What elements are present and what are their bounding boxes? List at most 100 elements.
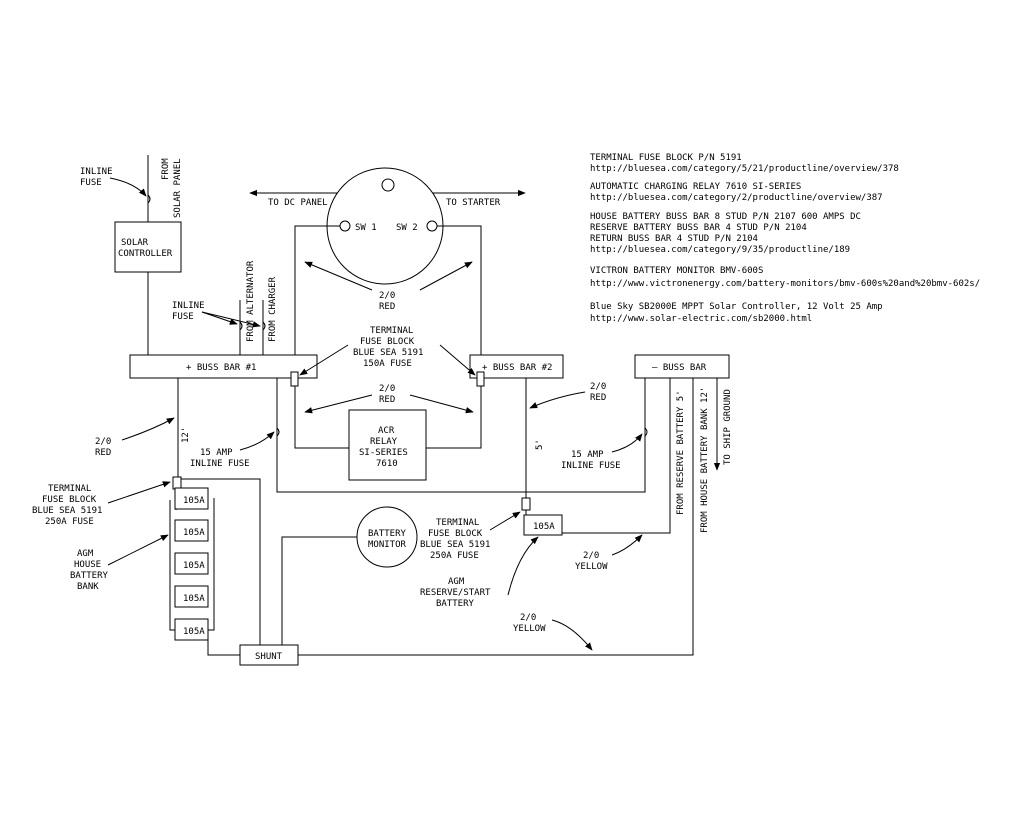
monitor-label-2: MONITOR [368, 540, 407, 550]
red-top-gauge: 2/0 [379, 291, 395, 301]
note-victron-url: http://www.victronenergy.com/battery-mon… [590, 279, 980, 289]
fuse-150-label-1: TERMINAL [370, 326, 413, 336]
solar-inline-fuse-symbol [147, 194, 151, 204]
fuse-150-callout: TERMINAL FUSE BLOCK BLUE SEA 5191 150A F… [299, 326, 476, 376]
inline-15-right-label-2: INLINE FUSE [561, 461, 621, 471]
house-battery-5-label: 105A [183, 627, 205, 637]
to-starter-label: TO STARTER [446, 198, 501, 208]
red-mid-color: RED [379, 395, 395, 405]
house-battery-5: 105A [174, 618, 209, 641]
house-battery-3: 105A [174, 552, 209, 575]
reserve-fuse-symbol [521, 497, 531, 511]
charge-fuse-leader-1 [201, 311, 238, 325]
monitor-to-shunt-wire [281, 536, 357, 645]
fuse-250-right-label-4: 250A FUSE [430, 551, 479, 561]
ground-section: FROM RESERVE BATTERY 5' FROM HOUSE BATTE… [676, 378, 733, 533]
red-mid-gauge: 2/0 [379, 384, 395, 394]
note-fuse-block-title: TERMINAL FUSE BLOCK P/N 5191 [590, 153, 742, 163]
fuse-150-leader-right [439, 344, 476, 376]
wire-fuse-to-acr-left [294, 386, 349, 449]
acr-label-2: RELAY [370, 437, 398, 447]
house-battery-1-label: 105A [183, 496, 205, 506]
red-top-leader-left [304, 261, 373, 291]
solar-inline-fuse-leader [109, 177, 147, 197]
charging-inputs: INLINE FUSE FROM ALTERNATOR FROM CHARGER [172, 260, 278, 355]
house-battery-2: 105A [174, 519, 209, 542]
switch-wires: 2/0 RED [294, 225, 482, 355]
buss-bars: + BUSS BAR #1 + BUSS BAR #2 – BUSS BAR [129, 354, 730, 387]
fuse-250-left-label-2: FUSE BLOCK [42, 495, 97, 505]
yellow-bottom-leader [551, 619, 593, 651]
fuse-150-label-3: BLUE SEA 5191 [353, 348, 423, 358]
note-bussbar-line1: HOUSE BATTERY BUSS BAR 8 STUD P/N 2107 6… [590, 212, 861, 222]
house-bank-to-shunt [207, 640, 240, 656]
fuse-150-label-2: FUSE BLOCK [360, 337, 415, 347]
from-charger-label: FROM CHARGER [268, 276, 278, 342]
agm-house-label-1: AGM [77, 549, 94, 559]
acr-label-1: ACR [378, 426, 395, 436]
from-solar-panel-label-2: SOLAR PANEL [173, 158, 183, 218]
from-solar-panel-label-1: FROM [161, 158, 171, 180]
len-12-label: 12' [181, 427, 191, 443]
note-acr-title: AUTOMATIC CHARGING RELAY 7610 SI-SERIES [590, 182, 801, 192]
charge-inline-fuse-label-2: FUSE [172, 312, 194, 322]
solar-section: INLINE FUSE FROM SOLAR PANEL SOLAR CONTR… [80, 155, 183, 355]
agm-reserve-label-2: RESERVE/START [420, 588, 491, 598]
to-dc-panel-label: TO DC PANEL [268, 198, 328, 208]
yellow-labels: 2/0 YELLOW 2/0 YELLOW [513, 534, 643, 651]
solar-controller-label-2: CONTROLLER [118, 249, 173, 259]
acr-section: ACR RELAY SI-SERIES 7610 2/0 RED [294, 384, 482, 481]
acr-ground-wire: 15 AMP INLINE FUSE 15 AMP INLINE FUSE [190, 378, 648, 493]
red-top-leader-right [419, 261, 473, 291]
charge-inline-fuse-label-1: INLINE [172, 301, 205, 311]
acr-relay-box [348, 409, 427, 481]
house-battery-2-label: 105A [183, 528, 205, 538]
buss-bar-1 [129, 354, 318, 379]
fuse-150-left-symbol [290, 371, 299, 387]
red-left-leader [121, 417, 175, 441]
monitor-label-1: BATTERY [368, 529, 407, 539]
fuse-15-left-symbol [276, 427, 280, 437]
from-house-label: FROM HOUSE BATTERY BANK 12' [700, 387, 710, 533]
buss-bar-2-label: + BUSS BAR #2 [482, 363, 552, 373]
house-battery-bank: 105A 105A 105A 105A 105A TERMINAL FUSE B… [32, 476, 261, 656]
note-bussbar-line3: RETURN BUSS BAR 4 STUD P/N 2104 [590, 234, 758, 244]
yellow-mid-color: YELLOW [575, 562, 608, 572]
solar-controller-label-1: SOLAR [121, 238, 149, 248]
note-bussbar-url: http://bluesea.com/category/9/35/product… [590, 245, 850, 255]
acr-label-3: SI-SERIES [359, 448, 408, 458]
fuse-250-left-label-4: 250A FUSE [45, 517, 94, 527]
wire-sw2-to-bar2 [437, 225, 482, 355]
agm-house-label-4: BANK [77, 582, 99, 592]
house-main-wire: 12' 2/0 RED [95, 378, 191, 477]
red-right-color: RED [590, 393, 606, 403]
agm-reserve-leader [507, 536, 539, 596]
shunt-label: SHUNT [255, 652, 283, 662]
solar-inline-fuse-label-1: INLINE [80, 167, 113, 177]
red-mid-leader-right [409, 394, 474, 414]
yellow-bottom-color: YELLOW [513, 624, 546, 634]
agm-house-label-3: BATTERY [70, 571, 109, 581]
solar-controller-box [114, 221, 182, 273]
agm-reserve-label-1: AGM [448, 577, 465, 587]
wire-sw1-to-bar1 [294, 225, 340, 355]
yellow-mid-leader [611, 534, 643, 556]
len-5-label: 5' [535, 439, 545, 450]
note-fuse-block-url: http://bluesea.com/category/5/21/product… [590, 164, 899, 174]
note-bluesky-url: http://www.solar-electric.com/sb2000.htm… [590, 314, 812, 324]
agm-house-label-2: HOUSE [74, 560, 101, 570]
charge-fuse-leader-2 [201, 311, 261, 328]
note-acr-url: http://bluesea.com/category/2/productlin… [590, 193, 883, 203]
switch-body [326, 167, 444, 285]
red-top-color: RED [379, 302, 395, 312]
red-left-gauge: 2/0 [95, 437, 111, 447]
acr-fuse-loop [276, 378, 646, 493]
fuse-250-left-leader [107, 481, 171, 504]
fuse-150-label-4: 150A FUSE [363, 359, 412, 369]
agm-house-leader [107, 534, 169, 566]
acr-label-4: 7610 [376, 459, 398, 469]
house-fuse-to-shunt-wire [181, 478, 261, 645]
yellow-mid-gauge: 2/0 [583, 551, 599, 561]
note-bussbar-line2: RESERVE BATTERY BUSS BAR 4 STUD P/N 2104 [590, 223, 807, 233]
